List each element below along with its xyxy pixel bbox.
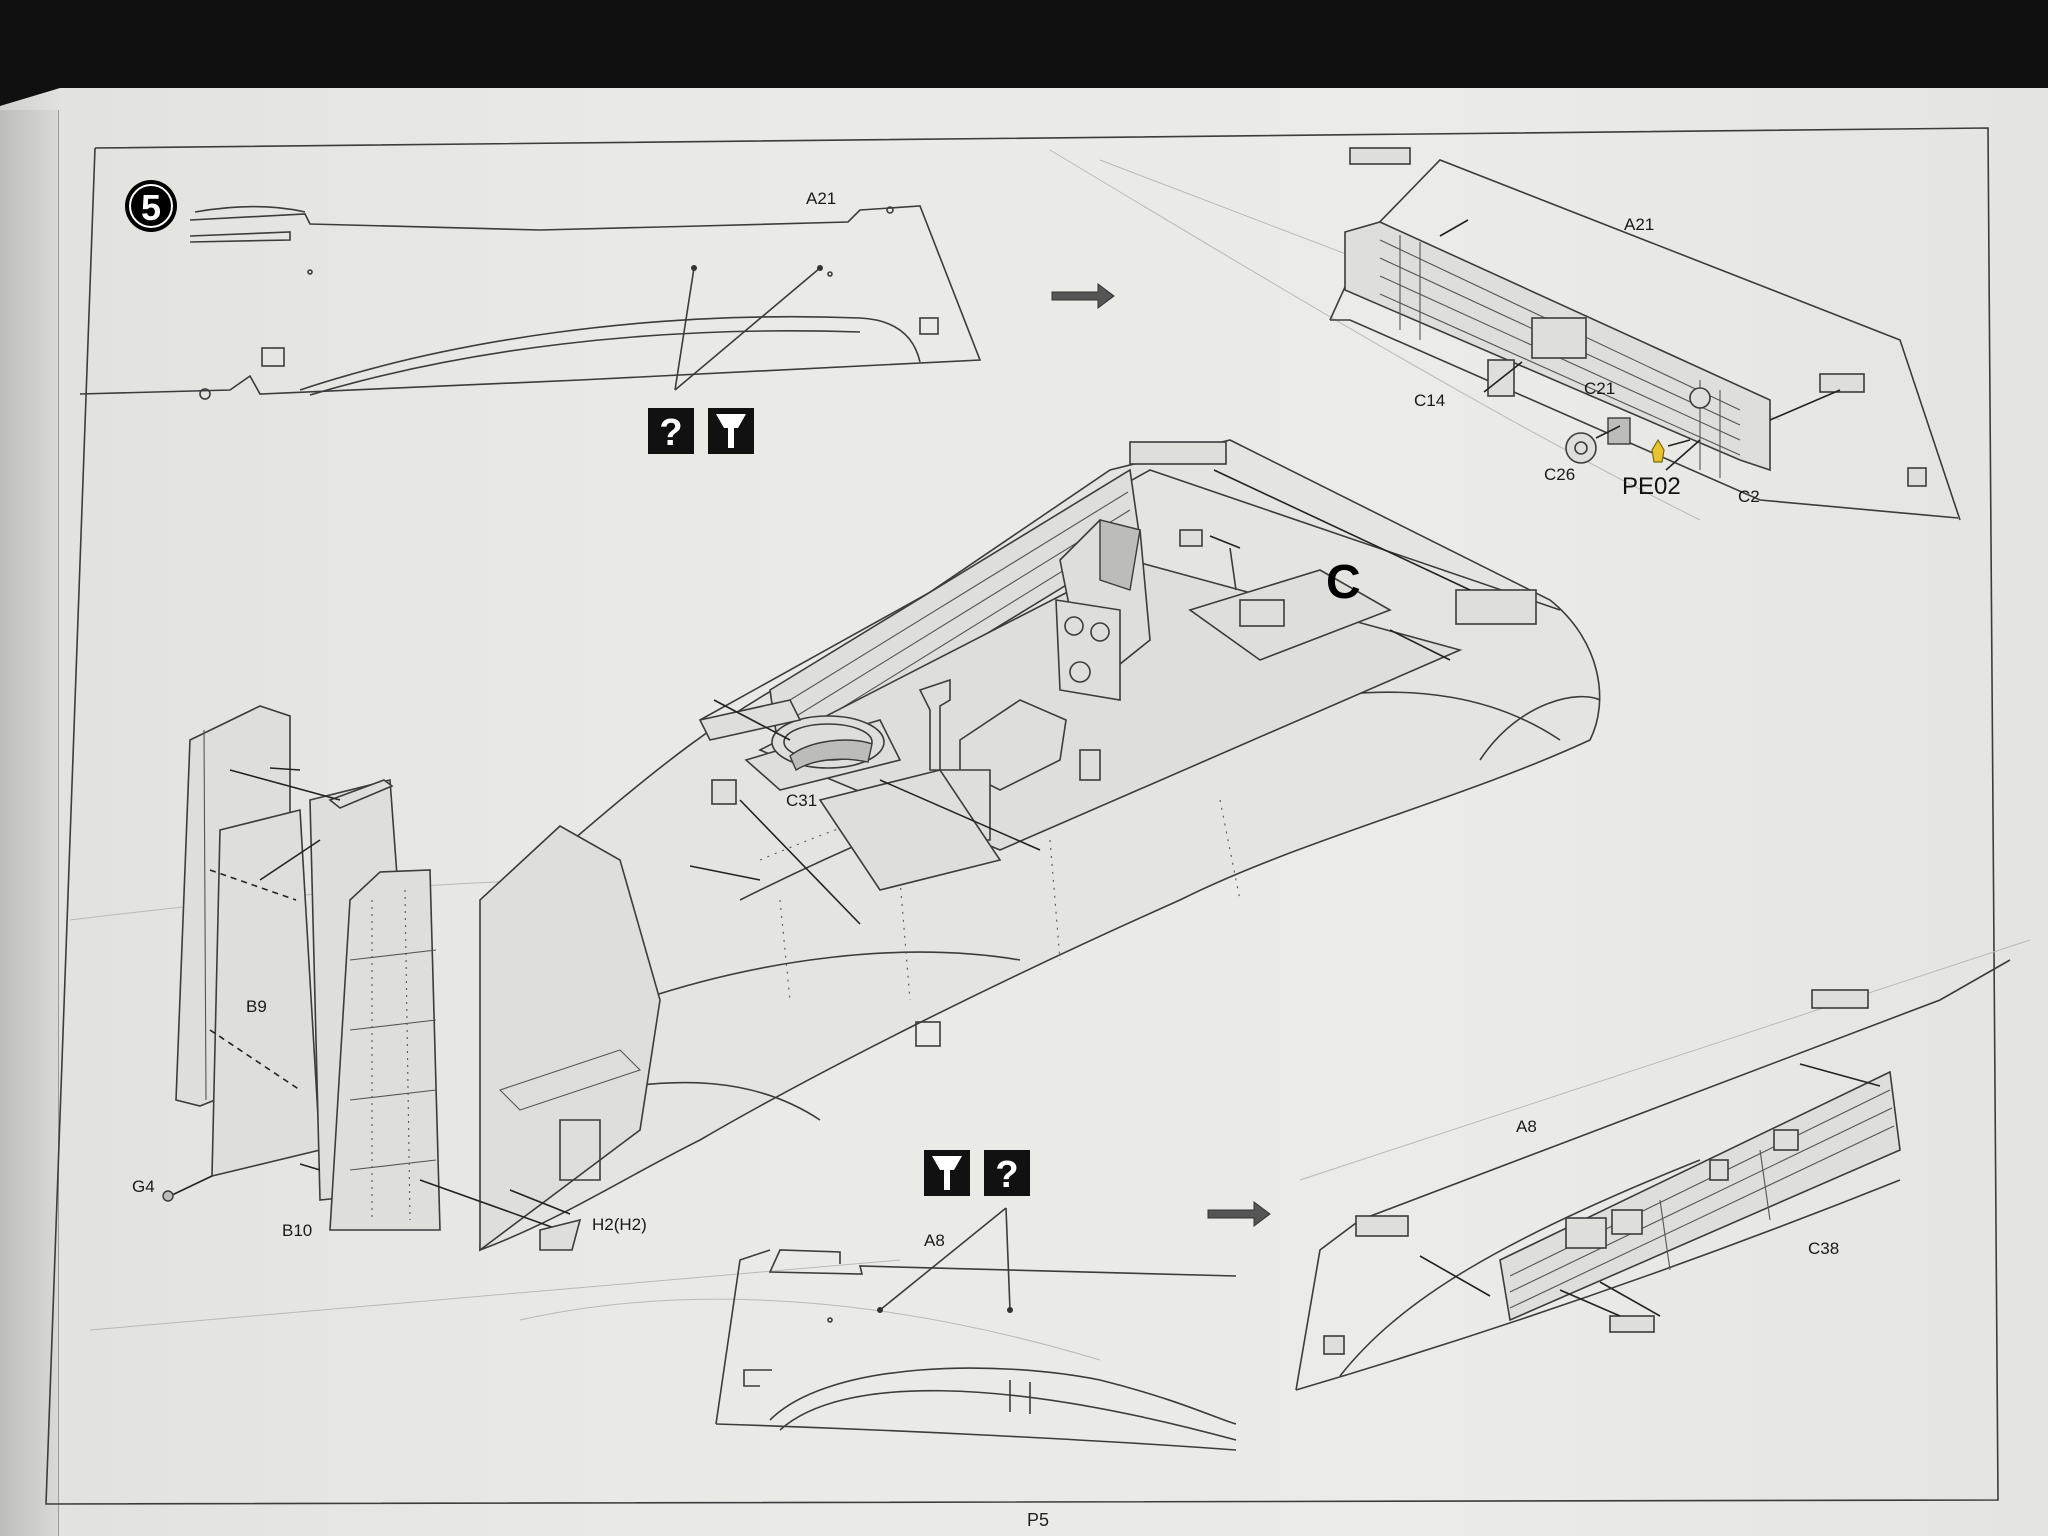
step-frame bbox=[45, 127, 1999, 1505]
label-c21: C21 bbox=[1584, 379, 1615, 398]
label-g4: G4 bbox=[132, 1177, 155, 1196]
step-arrow-bottom bbox=[1207, 1201, 1271, 1227]
photo-etch-part bbox=[1651, 438, 1665, 463]
label-c38: C38 bbox=[1808, 1239, 1839, 1258]
icon-pair-bottom: ? bbox=[924, 1150, 1030, 1196]
main-fuselage bbox=[479, 439, 1601, 1252]
page-number: P5 bbox=[1027, 1510, 1049, 1530]
fuselage-half-a21-left bbox=[79, 205, 982, 400]
question-icon: ? bbox=[659, 412, 682, 454]
label-a21-right: A21 bbox=[1624, 215, 1654, 234]
icon-pair-top: ? bbox=[648, 408, 754, 454]
question-icon: ? bbox=[995, 1154, 1018, 1196]
step-number: 5 bbox=[141, 187, 161, 228]
label-c31: C31 bbox=[786, 791, 817, 810]
rudder-rivets bbox=[349, 889, 437, 1221]
label-c2: C2 bbox=[1738, 487, 1760, 506]
drill-icon bbox=[716, 414, 746, 448]
label-c14: C14 bbox=[1414, 391, 1445, 410]
label-a21-left: A21 bbox=[806, 189, 836, 208]
label-a8-right: A8 bbox=[1516, 1117, 1537, 1136]
label-b10: B10 bbox=[282, 1221, 312, 1240]
sidewall-assembly-a21-right bbox=[1329, 147, 1961, 521]
label-a8-left: A8 bbox=[924, 1231, 945, 1250]
fuselage-half-a8-left bbox=[715, 1207, 1237, 1451]
drill-icon bbox=[932, 1156, 962, 1190]
sidewall-assembly-a8-right bbox=[1295, 959, 2011, 1391]
step-number-badge: 5 bbox=[125, 180, 177, 232]
label-b9: B9 bbox=[246, 997, 267, 1016]
booklet-spine bbox=[0, 110, 59, 1536]
label-h2: H2(H2) bbox=[592, 1215, 647, 1234]
tail-assembly bbox=[162, 705, 661, 1252]
label-c26: C26 bbox=[1544, 465, 1575, 484]
step-arrow-top bbox=[1051, 283, 1115, 309]
label-pe02: PE02 bbox=[1622, 473, 1681, 500]
label-c-callout: C bbox=[1326, 556, 1361, 609]
rivet-lines bbox=[759, 729, 1241, 1001]
